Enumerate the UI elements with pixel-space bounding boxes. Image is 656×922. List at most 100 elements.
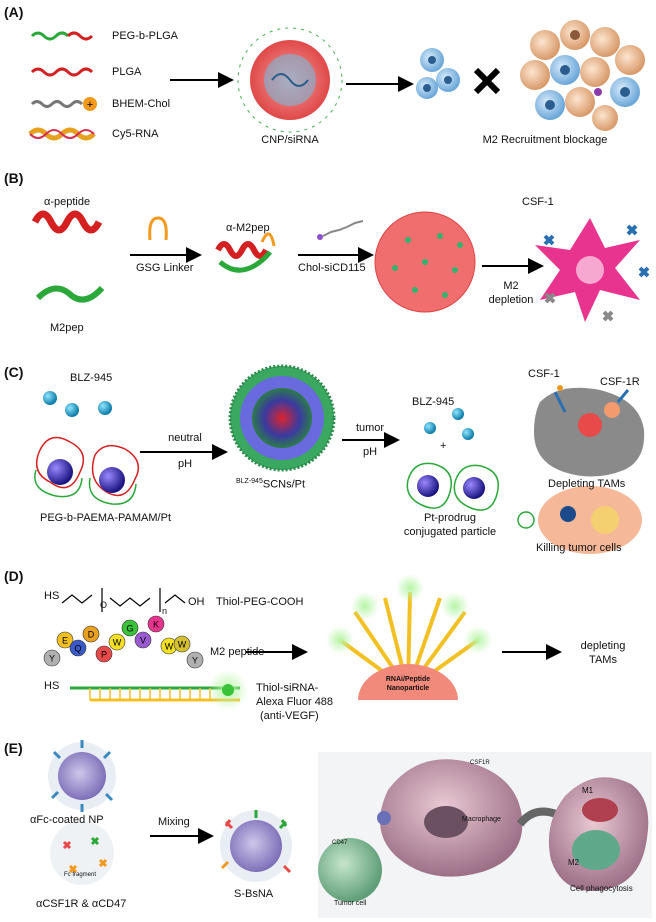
macrophage-label: Macrophage <box>462 816 501 823</box>
polymer-label: PEG-b-PAEMA-PAMAM/Pt <box>40 512 172 524</box>
plga-icon <box>30 67 94 77</box>
csf1-label-c: CSF-1 <box>528 368 560 380</box>
peptide-bead <box>95 645 113 663</box>
peptide-bead-letter: W <box>113 638 122 648</box>
tumor-cell-label: Tumor cell <box>334 900 367 907</box>
thiol-peg-cooh-label: Thiol-PEG-COOH <box>216 596 304 608</box>
peg-oh-label: OH <box>188 596 205 608</box>
legend-peg-b-plga: PEG-b-PLGA <box>112 30 179 42</box>
tumor-killing-cell <box>517 486 642 554</box>
plus-sign: + <box>440 440 447 452</box>
gsg-linker-label: GSG Linker <box>136 262 194 274</box>
np-label-2: Nanoparticle <box>386 685 430 692</box>
cd47-label: CD47 <box>332 840 348 846</box>
csf1-label-b: CSF-1 <box>522 196 554 208</box>
depleting-label-1: depleting <box>580 640 626 652</box>
s-bsna-label: S-BsNA <box>234 888 274 900</box>
bhem-chol-icon: + <box>30 97 97 111</box>
peg-b-plga-icon <box>30 31 94 41</box>
tumor-cell-cluster <box>520 20 645 131</box>
m2-peptide-label: M2 peptide <box>210 646 265 658</box>
legend-bhem-chol: BHEM-Chol <box>112 98 171 110</box>
alpha-m2pep-icon <box>215 232 276 273</box>
m1-label: M1 <box>582 786 594 795</box>
blockage-x-icon <box>473 67 501 95</box>
sirna-label-1: Thiol-siRNA- <box>256 682 319 694</box>
cell-phagocytosis-illustration <box>318 752 652 918</box>
peg-hs-label: HS <box>44 590 60 602</box>
peptide-bead-letter: Q <box>74 644 81 654</box>
m2-label: M2 <box>568 858 580 867</box>
pt-prodrug-particles <box>406 462 499 511</box>
peptide-bead-letter: D <box>88 630 95 640</box>
peptide-bead <box>134 631 152 649</box>
legend-plga: PLGA <box>112 66 142 78</box>
tumor-ph-label-2: pH <box>362 446 378 458</box>
peptide-bead <box>56 631 74 649</box>
peptide-bead-letter: Y <box>49 654 55 664</box>
gsg-linker-icon <box>148 216 168 241</box>
blz945-spheres <box>43 391 112 417</box>
m2pep-ribbon <box>35 285 105 303</box>
blz945-released <box>424 408 474 440</box>
chol-sicd115-label: Chol-siCD115 <box>298 262 366 274</box>
thiol-peg-cooh-structure <box>61 588 186 612</box>
thiol-sirna-strand <box>70 670 248 710</box>
legend-cy5-rna: Cy5-RNA <box>112 128 159 140</box>
peptide-bead-letter: Y <box>192 656 198 666</box>
alpha-peptide-label: α-peptide <box>44 196 91 208</box>
scns-superscript: BLZ-945 <box>236 478 263 485</box>
scns-pt-label: BLZ-945SCNs/Pt <box>236 478 305 491</box>
panel-e-label: (E) <box>4 740 23 756</box>
chol-sicd115-icon <box>317 220 364 240</box>
m2-depletion-label-1: M2 <box>503 280 519 292</box>
scns-text: SCNs/Pt <box>262 478 306 491</box>
m2-macrophage-star-cell <box>535 218 650 322</box>
panel-b-label: (B) <box>4 170 24 186</box>
tam-cell <box>534 385 645 477</box>
csf1r-label-c: CSF-1R <box>600 376 640 388</box>
peptide-bead-letter: W <box>165 642 174 652</box>
peptide-bead-letter: W <box>178 640 187 650</box>
np-label-1: RNAi/Peptide <box>385 676 431 683</box>
peptide-bead <box>147 615 165 633</box>
peg-o-label: O <box>100 600 108 610</box>
s-bsna-nanoparticle <box>220 810 292 882</box>
peptide-bead <box>108 633 126 651</box>
panel-c-label: (C) <box>4 364 24 380</box>
svg-text:+: + <box>87 99 93 111</box>
neutral-ph-label-2: pH <box>177 458 193 470</box>
rnai-peptide-nanoparticle <box>326 574 492 700</box>
peptide-bead-letter: E <box>62 636 68 646</box>
blz945-scns-pt-nanoparticle <box>228 364 336 472</box>
cnp-sirna-label: CNP/siRNA <box>261 134 319 146</box>
depleting-label-2: TAMs <box>589 654 617 666</box>
fc-fragment-label: Fc fragment <box>64 872 97 878</box>
peptide-bead <box>69 639 87 657</box>
csf1r-label-e: CSF1R <box>470 760 490 766</box>
alpha-m2pep-label: α-M2pep <box>226 222 270 234</box>
mixing-label: Mixing <box>158 816 190 828</box>
afc-np-label: αFc-coated NP <box>30 814 104 826</box>
antibody-mixture <box>50 821 114 885</box>
m2-recruitment-label: M2 Recruitment blockage <box>482 134 608 146</box>
antibodies-label: αCSF1R & αCD47 <box>36 898 127 910</box>
peptide-bead-letter: K <box>153 620 159 630</box>
peptide-bead <box>43 649 61 667</box>
sirna-hs-label: HS <box>44 680 60 692</box>
alpha-peptide-helix <box>31 210 103 234</box>
prodrug-label-1: Pt-prodrug <box>424 512 476 524</box>
peg-n-label: n <box>162 606 168 616</box>
tumor-ph-label-1: tumor <box>355 422 385 434</box>
cy5-rna-icon <box>28 127 96 141</box>
panel-d-label: (D) <box>4 568 24 584</box>
peptide-bead <box>121 619 139 637</box>
peg-paema-pamam-pt-polymer <box>34 436 140 505</box>
peptide-bead-letter: V <box>140 636 146 646</box>
peptide-bead-letter: P <box>101 650 107 660</box>
m2-macrophage-cells <box>416 48 460 99</box>
sirna-label-2: Alexa Fluor 488 <box>256 696 334 708</box>
depleting-tams-label: Depleting TAMs <box>548 478 626 490</box>
